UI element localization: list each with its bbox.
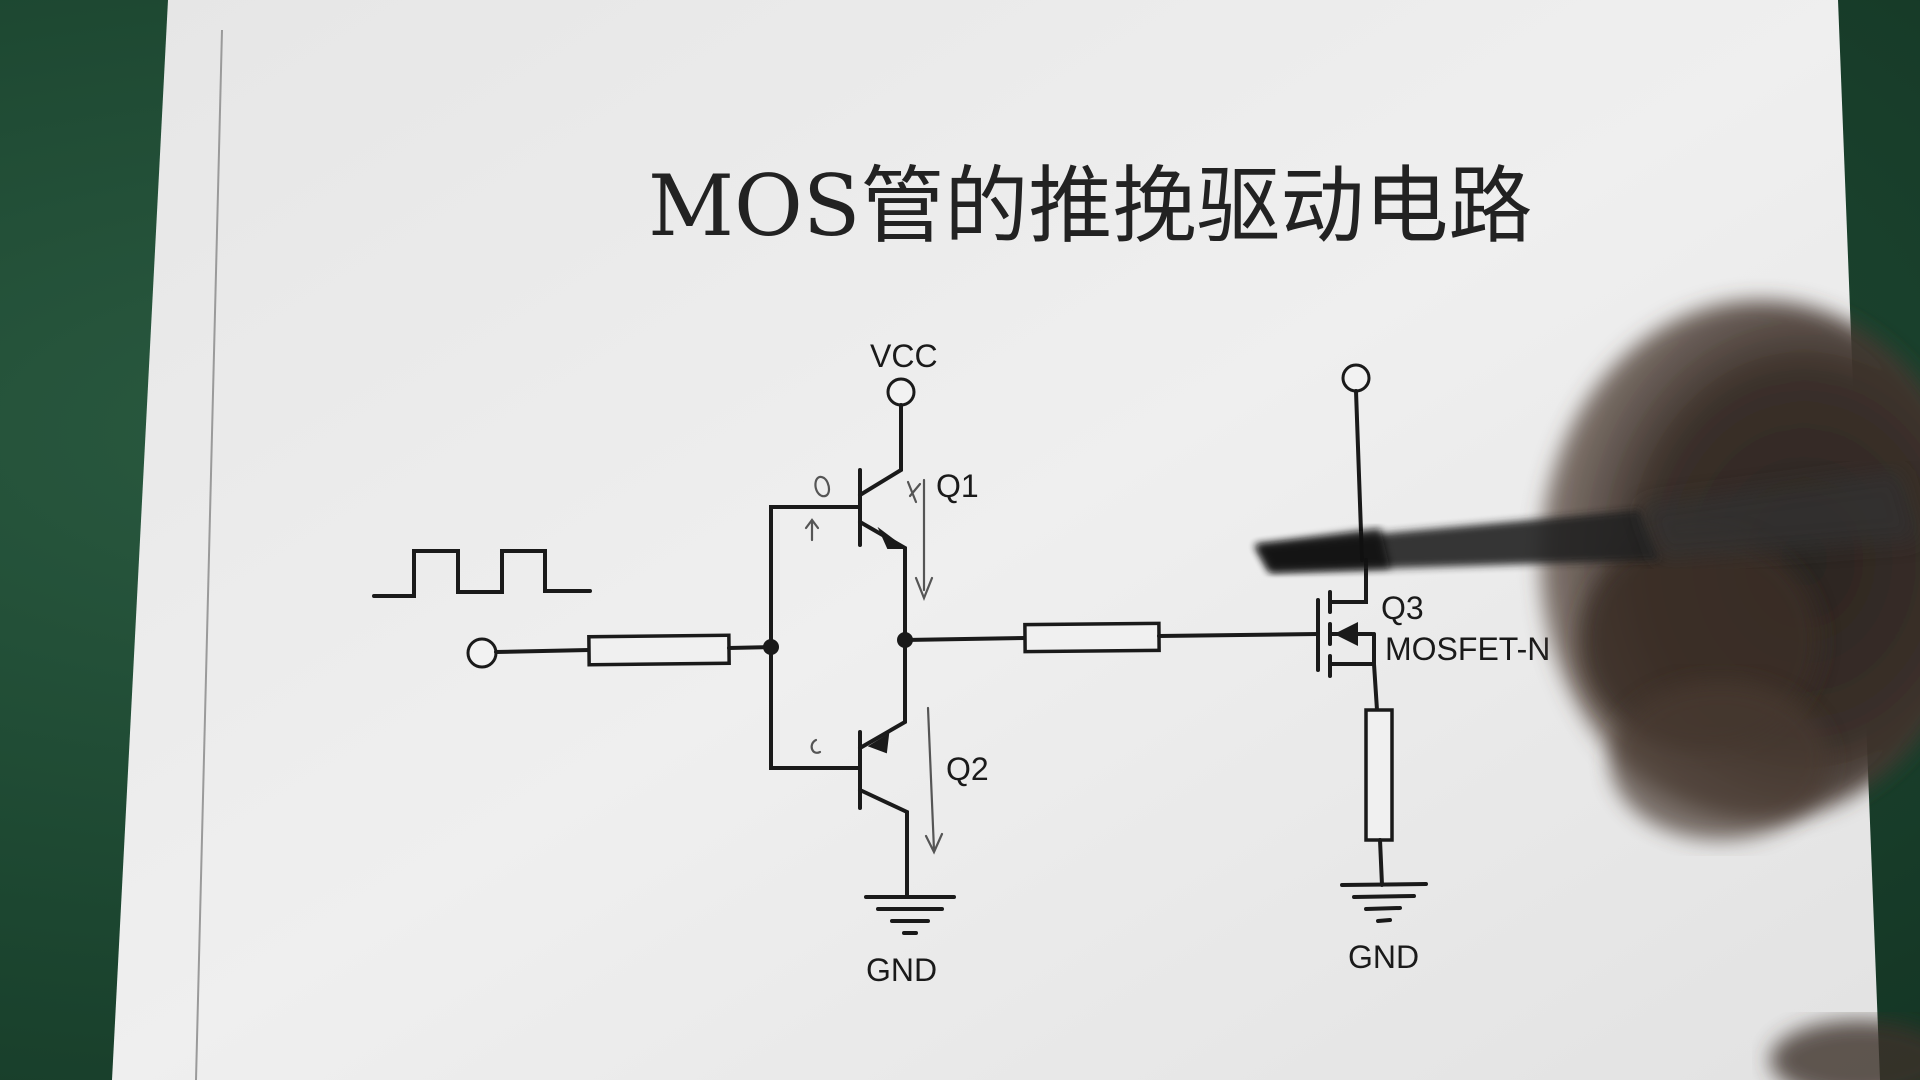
gate-wire [1157,632,1320,638]
page-title: MOS管的推挽驱动电路 [648,157,1532,255]
gnd-left-label: GND [866,952,937,988]
paper-sheet [112,0,1880,1080]
q2-label: Q2 [946,751,989,787]
ground-icon-right [1340,882,1428,923]
q2-collector-wire [858,788,909,897]
vcc-label: VCC [870,338,938,374]
input-wire [494,648,591,654]
base-junction-dot [763,639,779,655]
source-resistor-wire [1378,838,1384,887]
q3-body-arrow-icon [1334,622,1358,646]
q2-emitter-wire [858,638,907,750]
q3-source-down-wire [1372,662,1379,712]
drain-terminal-icon [1341,363,1371,393]
q1-collector-wire [858,403,903,497]
vcc-terminal-icon [886,377,916,407]
mosfet-label: MOSFET-N [1385,631,1550,667]
q1-label: Q1 [936,468,979,504]
ground-icon-left [864,895,956,935]
square-wave-icon [372,549,592,598]
gate-resistor [1023,621,1161,654]
input-resistor [587,633,731,667]
q1-base-wire [769,505,862,770]
pencil-annotations [804,475,944,855]
source-resistor [1364,708,1394,842]
q1-emitter-arrow-icon [877,526,907,549]
pen-and-hand-overlay [1255,300,1920,1080]
input-terminal-icon [466,637,498,669]
gnd-right-label: GND [1348,939,1419,975]
q2-emitter-arrow-icon [867,733,890,754]
q3-drain-wire [1328,558,1368,604]
output-wire [903,636,1027,642]
q3-label: Q3 [1381,590,1424,626]
paper-margin-line [195,29,223,1080]
